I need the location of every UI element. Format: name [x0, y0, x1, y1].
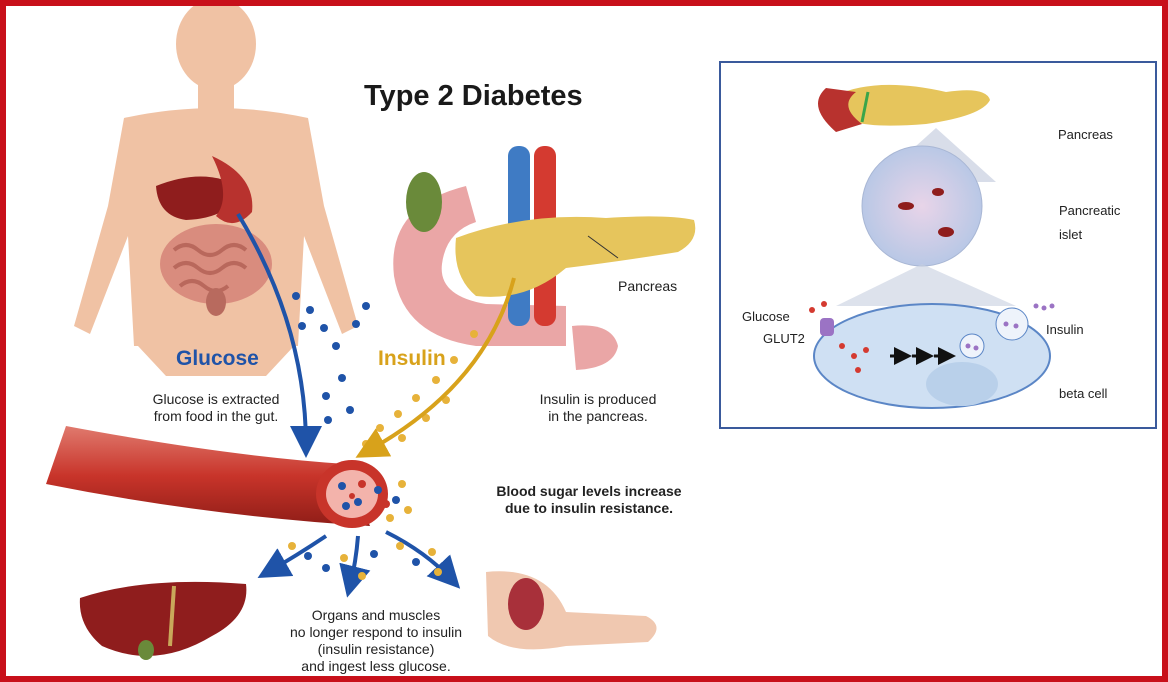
inset-glucose-label: Glucose — [742, 309, 790, 324]
glucose-label: Glucose — [176, 347, 259, 371]
outflow-arrows — [268, 532, 452, 586]
blood-vessel — [46, 426, 412, 528]
organs-caption-line-1: Organs and muscles — [246, 607, 506, 624]
inset-islet-line-2: islet — [1059, 223, 1139, 247]
glucose-caption-line-2: from food in the gut. — [106, 408, 326, 425]
insulin-caption: Insulin is produced in the pancreas. — [498, 391, 698, 425]
pancreas-label: Pancreas — [618, 278, 677, 294]
glucose-caption-line-1: Glucose is extracted — [106, 391, 326, 408]
inset-islet-label: Pancreatic islet — [1059, 199, 1139, 247]
organs-caption-line-4: and ingest less glucose. — [246, 658, 506, 675]
insulin-label: Insulin — [378, 347, 446, 371]
inset-beta-cell-label: beta cell — [1059, 386, 1107, 401]
arm-muscle-illustration — [486, 571, 657, 649]
illustration-canvas — [6, 6, 1162, 676]
human-body-figure — [74, 6, 358, 376]
inset-islet-line-1: Pancreatic — [1059, 199, 1139, 223]
blood-caption-line-1: Blood sugar levels increase — [444, 483, 734, 500]
diagram-title: Type 2 Diabetes — [364, 80, 583, 113]
pancreas-illustration — [393, 146, 695, 370]
blood-caption-line-2: due to insulin resistance. — [444, 500, 734, 517]
organs-caption: Organs and muscles no longer respond to … — [246, 607, 506, 675]
organs-caption-line-3: (insulin resistance) — [246, 641, 506, 658]
inset-glut2-label: GLUT2 — [763, 331, 805, 346]
insulin-caption-line-1: Insulin is produced — [498, 391, 698, 408]
glucose-caption: Glucose is extracted from food in the gu… — [106, 391, 326, 425]
insulin-caption-line-2: in the pancreas. — [498, 408, 698, 425]
inset-insulin-label: Insulin — [1046, 322, 1084, 337]
liver-illustration — [80, 582, 247, 656]
inset-pancreas-label: Pancreas — [1058, 127, 1113, 142]
blood-sugar-caption: Blood sugar levels increase due to insul… — [444, 483, 734, 517]
organs-caption-line-2: no longer respond to insulin — [246, 624, 506, 641]
